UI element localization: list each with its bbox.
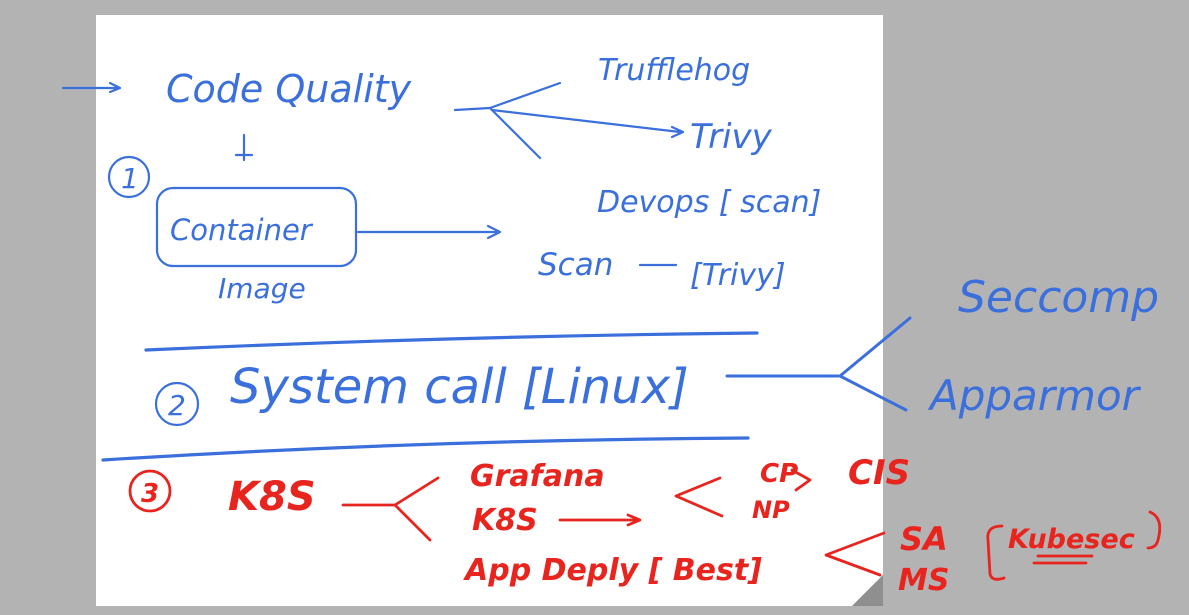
divider-1	[144, 331, 759, 352]
trivy-label: Trivy	[690, 117, 773, 157]
kubesec-label: Kubesec	[1008, 524, 1135, 555]
container-to-scan-arrow	[356, 224, 502, 240]
app-deploy-label: App Deply [ Best]	[463, 553, 762, 588]
k8s-2-label: K8S	[472, 503, 538, 538]
entry-arrow	[61, 81, 122, 94]
image-label: Image	[218, 272, 306, 305]
sa-ms-bracket	[824, 531, 886, 577]
k8s-arrow	[558, 513, 642, 527]
circle-number-3	[128, 469, 172, 513]
devops-scan-label: Devops [ scan]	[597, 185, 821, 220]
kubesec-underline	[1032, 554, 1094, 565]
sa-label: SA	[900, 520, 948, 558]
code-quality-label: Code Quality	[166, 67, 412, 111]
circle-number-2	[154, 381, 200, 427]
circle-number-3-label: 3	[141, 479, 159, 509]
ms-label: MS	[898, 563, 949, 598]
cp-np-bracket	[674, 476, 724, 518]
system-call-label: System call [Linux]	[230, 359, 689, 415]
seccomp-apparmor-fork	[838, 316, 912, 412]
k8s-label: K8S	[228, 474, 316, 520]
fork-branch	[453, 81, 685, 160]
container-label: Container	[170, 213, 314, 247]
kubesec-bracket-close	[1146, 510, 1162, 550]
section-3-text: 3 K8S Grafana K8S App Deply [ Best] CP N…	[141, 453, 1135, 598]
circle-number-1-label: 1	[121, 162, 139, 195]
divider-2	[101, 436, 750, 462]
cp-label: CP	[760, 459, 798, 489]
cis-label: CIS	[848, 453, 910, 493]
section-2-text: 2 System call [Linux] Seccomp Apparmor	[168, 272, 1159, 422]
np-label: NP	[752, 496, 790, 524]
scan-label: Scan	[538, 247, 613, 283]
seccomp-label: Seccomp	[958, 272, 1159, 323]
k8s-fork	[341, 476, 440, 542]
trivy-bracket-label: [Trivy]	[690, 258, 786, 293]
circle-number-2-label: 2	[168, 389, 186, 422]
whiteboard-page	[96, 15, 883, 606]
grafana-label: Grafana	[470, 459, 605, 494]
red-ink-layer	[128, 468, 1162, 581]
blue-ink-layer	[61, 81, 912, 462]
circle-number-1	[107, 155, 151, 199]
apparmor-label: Apparmor	[927, 371, 1142, 420]
down-arrow	[234, 133, 254, 162]
kubesec-bracket-open	[986, 524, 1006, 581]
page-curl	[852, 575, 883, 606]
cp-bracket-close	[790, 468, 812, 492]
section-1-text: Code Quality Trufflehog Trivy 1 Containe…	[121, 53, 821, 305]
trufflehog-label: Trufflehog	[598, 53, 750, 88]
container-box	[155, 186, 358, 268]
